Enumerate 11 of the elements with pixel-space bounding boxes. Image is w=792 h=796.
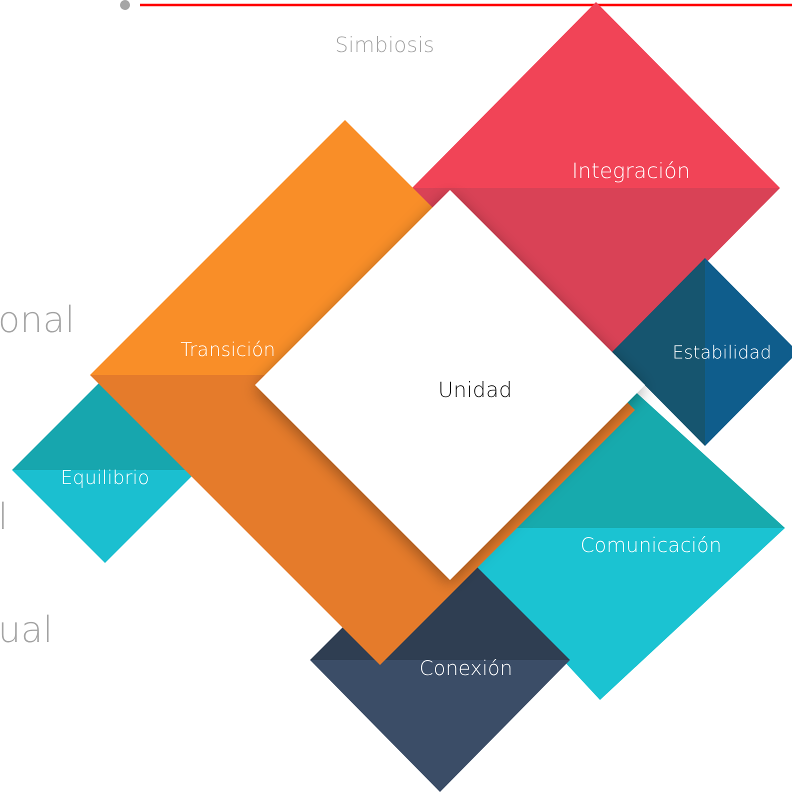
caption-text: l: [0, 497, 8, 538]
caption-text: onal: [0, 300, 75, 341]
caption-text: ual: [0, 610, 53, 651]
tile-label: Comunicación: [580, 533, 722, 557]
caption-text: Simbiosis: [335, 33, 434, 57]
tile-label: Unidad: [438, 378, 512, 402]
tile-label: Integración: [572, 159, 690, 183]
tile-label: Transición: [180, 339, 276, 361]
tile-label: Conexión: [419, 656, 513, 680]
tile-label: Estabilidad: [672, 342, 772, 364]
tile-label: Equilibrio: [60, 467, 150, 489]
